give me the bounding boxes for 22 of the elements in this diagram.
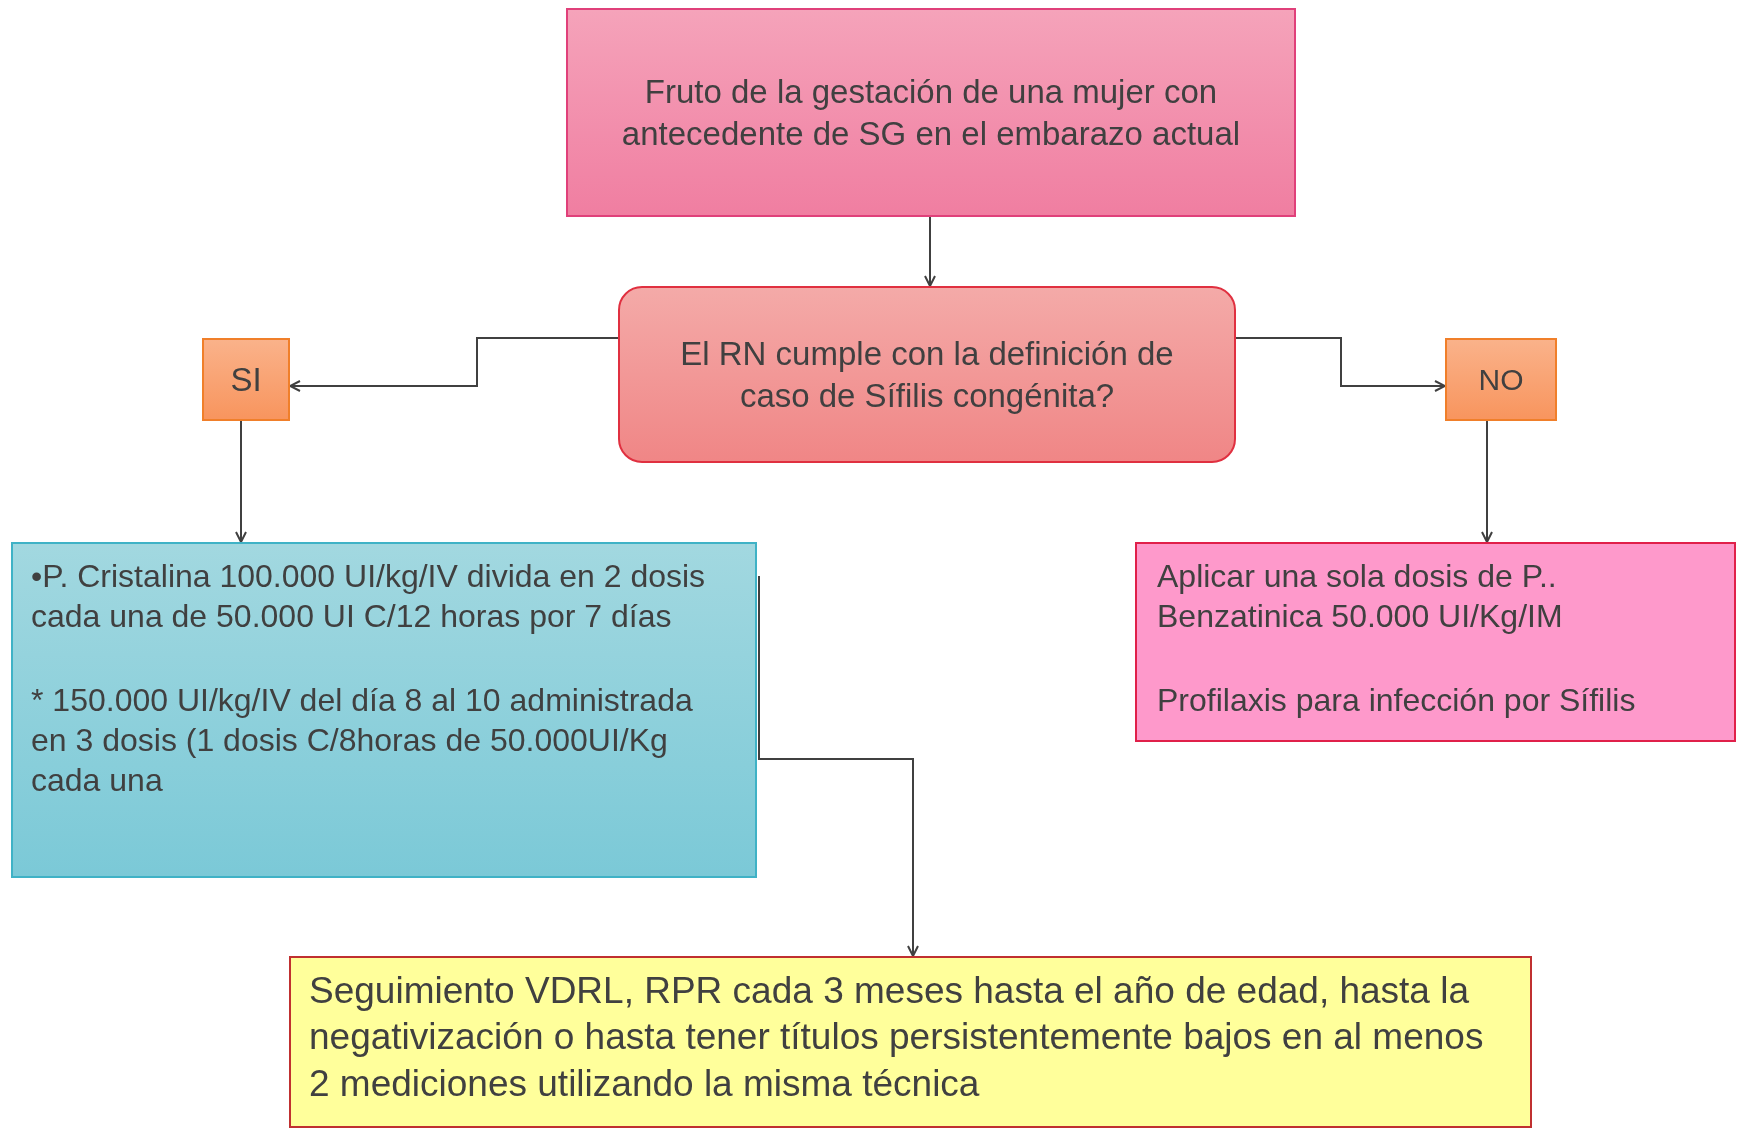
arrow: [1481, 420, 1493, 543]
box-text: El RN cumple con la definición de caso de Sífilis congénita?: [679, 334, 1175, 416]
box-text: * 150.000 UI/kg/IV del día 8 al 10 administrada en 3 dosis (1 dosis C/8horas de 50.000UI/Kg cada una: [31, 681, 694, 800]
box-text: NO: [1477, 361, 1525, 398]
box-text: Fruto de la gestación de una mujer con antecedente de SG en el embarazo actual: [620, 72, 1242, 154]
box-text: SI: [229, 359, 263, 400]
arrow: [235, 420, 247, 543]
box-text: •P. Cristalina 100.000 UI/kg/IV divida en 2 dosis cada una de 50.000 UI C/12 horas por 7 días: [31, 557, 707, 636]
answer-box: [1445, 338, 1557, 421]
decision-box: [618, 286, 1236, 463]
arrow: [924, 216, 936, 287]
treatment-box: [11, 542, 757, 878]
arrow: [289, 337, 619, 392]
arrow: [1235, 337, 1446, 392]
arrow: [758, 575, 919, 957]
treatment-box: [1135, 542, 1736, 742]
box-text: Profilaxis para infección por Sífilis: [1157, 681, 1637, 720]
answer-box: [202, 338, 290, 421]
process-box: [566, 8, 1296, 217]
box-text: Aplicar una sola dosis de P.. Benzatinica 50.000 UI/Kg/IM: [1157, 557, 1564, 636]
box-text: Seguimiento VDRL, RPR cada 3 meses hasta el año de edad, hasta la negativización o hasta tener títulos persistentemente bajos en al menos 2 mediciones utilizando la misma técnica: [309, 969, 1485, 1106]
follow-up-box: [289, 956, 1532, 1128]
